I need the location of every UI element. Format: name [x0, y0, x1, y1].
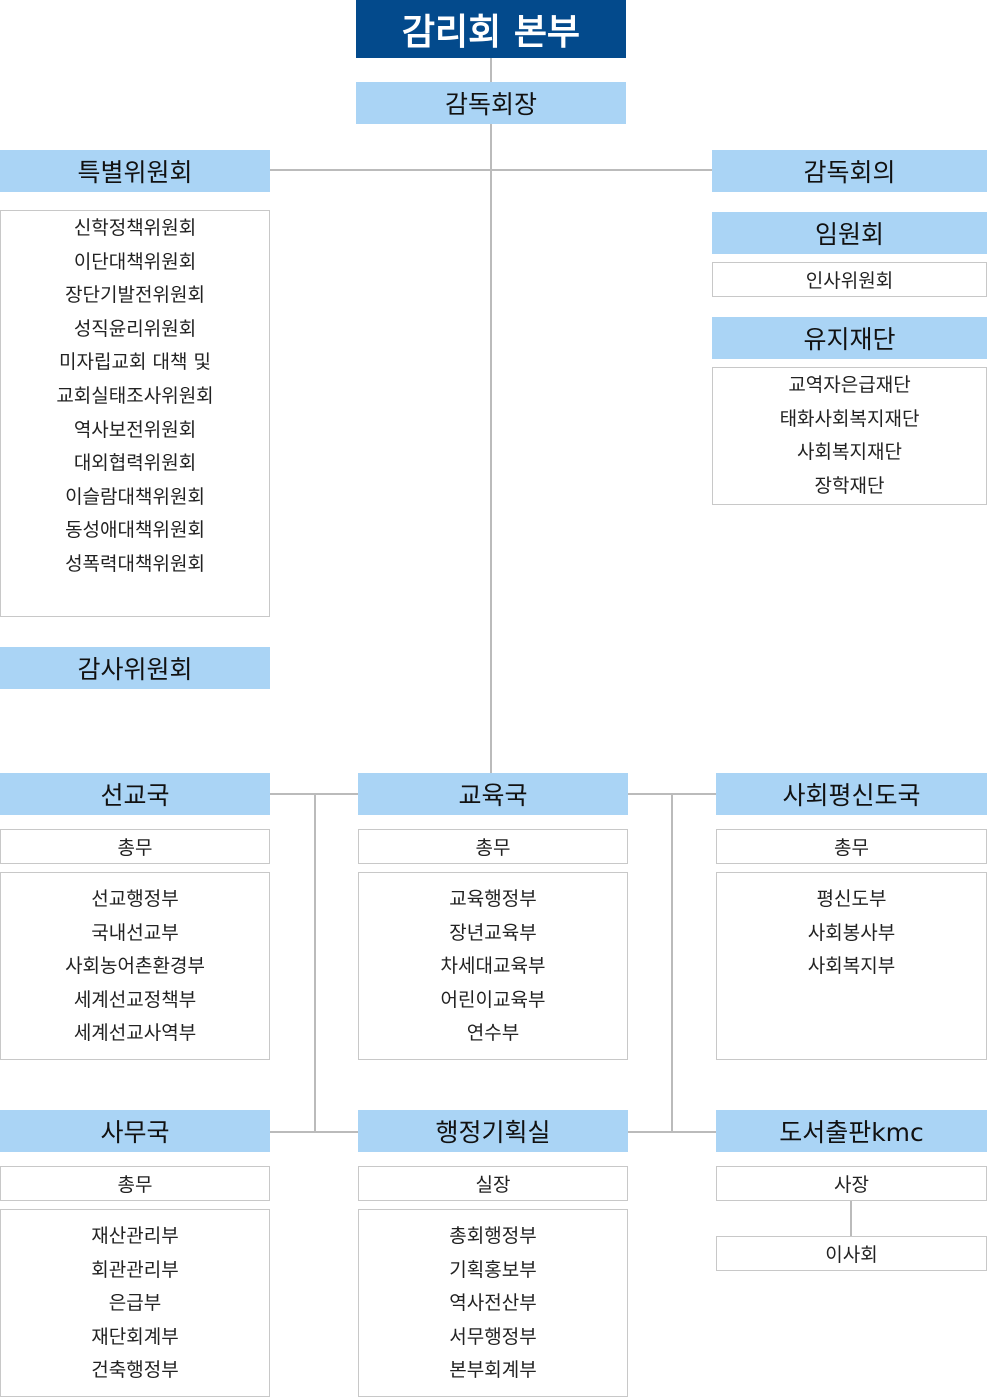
- list-item: 회관관리부: [91, 1258, 179, 1281]
- list-item: 대외협력위원회: [73, 452, 197, 475]
- publishing-header: 도서출판kmc: [716, 1110, 987, 1152]
- social-header: 사회평신도국: [716, 773, 987, 815]
- list-item: 성직윤리위원회: [73, 317, 197, 340]
- connector-line: [850, 1200, 852, 1236]
- connector-line: [270, 169, 712, 171]
- connector-line: [628, 1131, 716, 1133]
- list-item: 교육행정부: [449, 888, 537, 910]
- list-item: 재단회계부: [91, 1325, 179, 1348]
- list-item: 건축행정부: [91, 1359, 179, 1382]
- office-header: 사무국: [0, 1110, 270, 1152]
- publishing-board: 이사회: [716, 1236, 987, 1271]
- mission-head: 총무: [0, 829, 270, 864]
- foundation-header: 유지재단: [712, 317, 987, 359]
- list-item: 서무행정부: [449, 1325, 537, 1348]
- list-item: 사회복지부: [807, 955, 896, 978]
- list-item: 사회농어촌환경부: [65, 955, 205, 978]
- education-header: 교육국: [358, 773, 628, 815]
- list-item: 평신도부: [816, 888, 887, 910]
- list-item: 기획홍보부: [449, 1258, 537, 1281]
- list-item: 이슬람대책위원회: [65, 485, 205, 508]
- list-item: 차세대교육부: [440, 955, 546, 978]
- connector-line: [490, 58, 492, 773]
- connector-line: [671, 793, 673, 1133]
- list-item: 선교행정부: [91, 888, 179, 910]
- list-item: 역사보전위원회: [73, 418, 197, 441]
- personnel-committee-box: 인사위원회: [712, 262, 987, 297]
- list-item: 사회봉사부: [807, 921, 896, 944]
- list-item: 교회실태조사위원회: [56, 384, 214, 407]
- list-item: 총회행정부: [449, 1225, 537, 1247]
- list-item: 세계선교정책부: [73, 988, 197, 1011]
- connector-line: [270, 1131, 358, 1133]
- list-item: 교역자은급재단: [788, 374, 911, 396]
- special-committee-header: 특별위원회: [0, 150, 270, 192]
- list-item: 본부회계부: [449, 1359, 537, 1382]
- planning-head: 실장: [358, 1166, 628, 1201]
- list-item: 미자립교회 대책 및: [59, 351, 211, 374]
- bishops-council-header: 감독회의: [712, 150, 987, 192]
- list-item: 연수부: [466, 1022, 520, 1045]
- list-item: 세계선교사역부: [73, 1022, 197, 1045]
- list-item: 장년교육부: [449, 921, 537, 944]
- list-item: 신학정책위원회: [73, 217, 197, 239]
- executive-board-header: 임원회: [712, 212, 987, 254]
- mission-header: 선교국: [0, 773, 270, 815]
- education-head: 총무: [358, 829, 628, 864]
- office-head: 총무: [0, 1166, 270, 1201]
- list-item: 사회복지재단: [797, 441, 902, 464]
- list-item: 동성애대책위원회: [65, 519, 205, 542]
- list-item: 장단기발전위원회: [65, 284, 205, 307]
- hq-title: 감리회 본부: [356, 0, 626, 58]
- list-item: 은급부: [108, 1292, 162, 1315]
- connector-line: [314, 793, 316, 1133]
- audit-committee-header: 감사위원회: [0, 647, 270, 689]
- list-item: 어린이교육부: [440, 988, 546, 1011]
- publishing-head: 사장: [716, 1166, 987, 1201]
- bishop-box: 감독회장: [356, 82, 626, 124]
- social-head: 총무: [716, 829, 987, 864]
- list-item: 재산관리부: [91, 1225, 179, 1247]
- list-item: 역사전산부: [449, 1292, 537, 1315]
- list-item: 이단대책위원회: [73, 250, 197, 273]
- list-item: 성폭력대책위원회: [65, 552, 205, 575]
- list-item: 장학재단: [814, 474, 885, 497]
- planning-header: 행정기획실: [358, 1110, 628, 1152]
- list-item: 태화사회복지재단: [779, 407, 920, 430]
- list-item: 국내선교부: [91, 921, 179, 944]
